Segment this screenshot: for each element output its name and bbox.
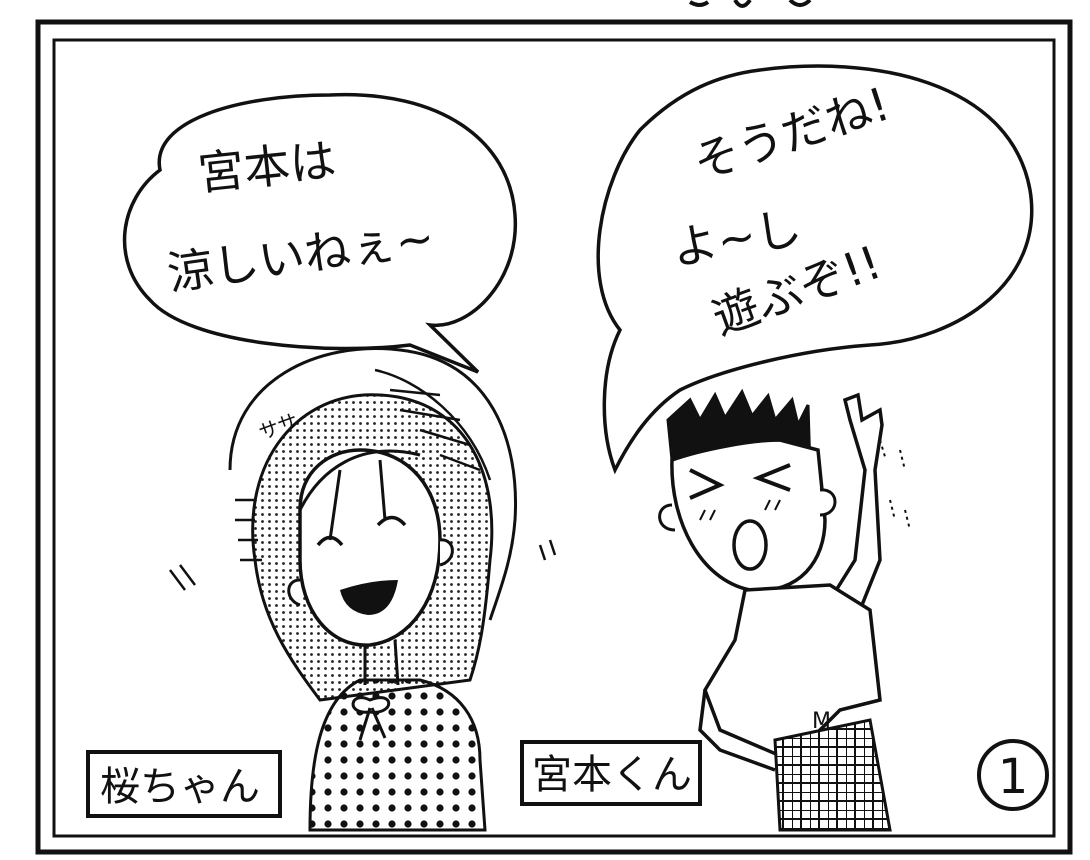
stray-mark bbox=[788, 0, 812, 7]
speech-bubble-miyamoto: そうだね! よ~し 遊ぶぞ!! bbox=[596, 64, 1034, 475]
stray-mark bbox=[733, 0, 752, 8]
panel-frame-outer bbox=[35, 19, 1073, 855]
miyamoto-character: M bbox=[658, 388, 911, 832]
panel-number-badge: 1 bbox=[977, 739, 1049, 811]
panel-frame-inner bbox=[52, 38, 1056, 838]
speech-bubble-sakura: 宮本は 涼しいねぇ~ bbox=[122, 92, 518, 374]
sakura-character: ササ bbox=[169, 347, 557, 832]
stray-mark bbox=[688, 0, 710, 7]
name-label-text: 宮本くん bbox=[532, 752, 692, 798]
name-label-miyamoto: 宮本くん bbox=[520, 740, 702, 806]
panel-number: 1 bbox=[998, 749, 1029, 805]
name-label-sakura: 桜ちゃん bbox=[86, 750, 282, 818]
name-label-text: 桜ちゃん bbox=[100, 764, 260, 810]
